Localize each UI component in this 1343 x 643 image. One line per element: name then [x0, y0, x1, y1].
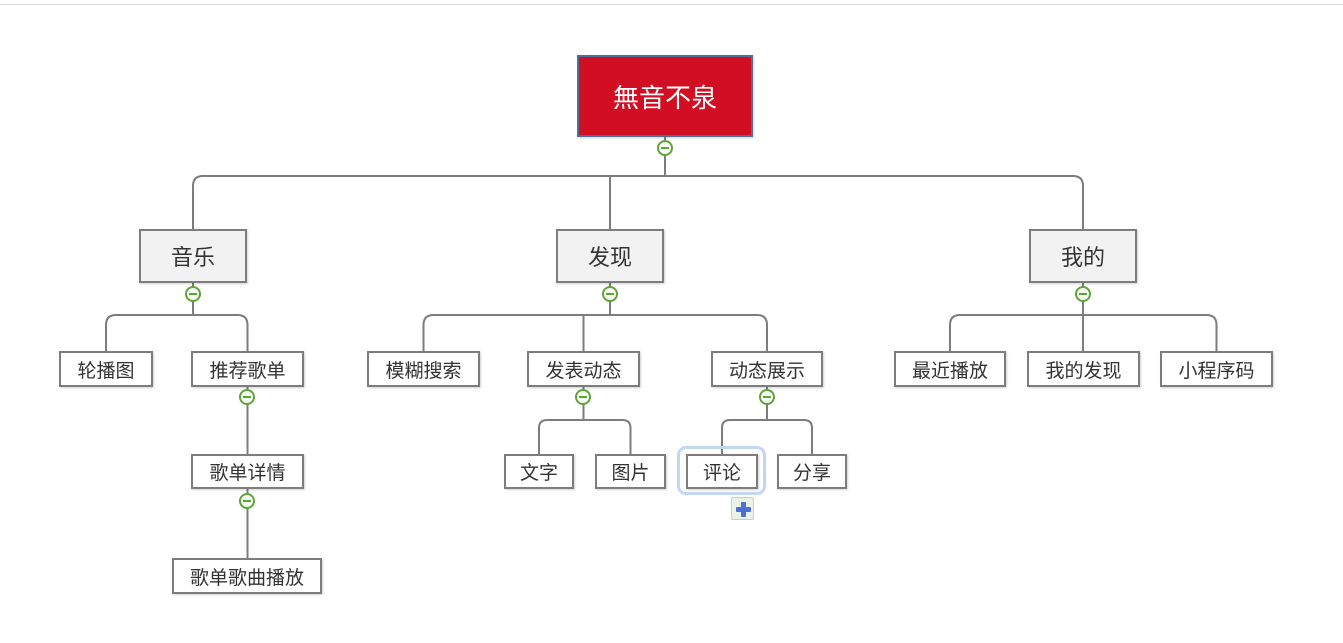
connector-mine-rail — [949, 314, 1218, 351]
minus-icon — [243, 500, 251, 502]
node-recommend-playlist[interactable]: 推荐歌单 — [191, 351, 304, 387]
collapse-icon-post-moment[interactable] — [575, 389, 591, 405]
minus-icon — [763, 396, 771, 398]
node-moment-display[interactable]: 动态展示 — [711, 351, 823, 387]
collapse-icon-recommend-playlist[interactable] — [239, 389, 255, 405]
connector-discover-rail — [422, 314, 768, 351]
node-my-discover[interactable]: 我的发现 — [1027, 351, 1140, 387]
collapse-icon-root[interactable] — [657, 140, 673, 156]
connector-moment-rail — [721, 419, 813, 454]
node-playlist-detail[interactable]: 歌单详情 — [191, 454, 304, 489]
connector-post-rail — [538, 419, 632, 454]
add-child-button[interactable] — [731, 497, 754, 520]
collapse-icon-playlist-detail[interactable] — [239, 493, 255, 509]
node-recent-play[interactable]: 最近播放 — [894, 351, 1006, 387]
node-fuzzy-search[interactable]: 模糊搜索 — [367, 351, 480, 387]
node-discover[interactable]: 发现 — [556, 229, 664, 283]
collapse-icon-music[interactable] — [185, 286, 201, 302]
node-root[interactable]: 無音不泉 — [577, 55, 753, 137]
collapse-icon-discover[interactable] — [602, 286, 618, 302]
connector-level1-rail — [192, 175, 1084, 229]
collapse-icon-mine[interactable] — [1075, 286, 1091, 302]
node-post-moment[interactable]: 发表动态 — [527, 351, 640, 387]
minus-icon — [661, 147, 669, 149]
node-playlist-song-play[interactable]: 歌单歌曲播放 — [172, 558, 322, 594]
node-music[interactable]: 音乐 — [139, 229, 247, 283]
node-share[interactable]: 分享 — [777, 454, 847, 489]
minus-icon — [606, 293, 614, 295]
node-mine[interactable]: 我的 — [1029, 229, 1137, 283]
top-border-line — [0, 4, 1343, 5]
minus-icon — [1079, 293, 1087, 295]
minus-icon — [579, 396, 587, 398]
connector-music-rail — [105, 314, 249, 351]
collapse-icon-moment-display[interactable] — [759, 389, 775, 405]
node-comment[interactable]: 评论 — [686, 454, 758, 489]
node-image[interactable]: 图片 — [595, 454, 666, 489]
node-carousel[interactable]: 轮播图 — [59, 351, 153, 387]
selection-outline — [677, 446, 766, 495]
node-text[interactable]: 文字 — [504, 454, 574, 489]
minus-icon — [243, 396, 251, 398]
plus-icon — [741, 502, 746, 517]
node-mini-program-code[interactable]: 小程序码 — [1160, 351, 1273, 387]
minus-icon — [189, 293, 197, 295]
